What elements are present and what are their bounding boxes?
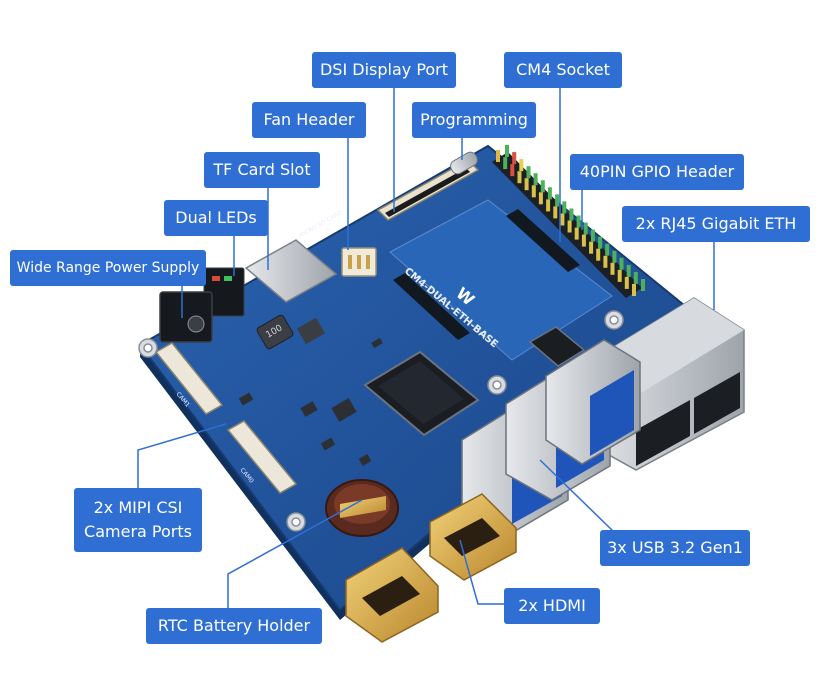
label-rtc-battery: RTC Battery Holder: [146, 608, 322, 644]
cm4-connector-2: [506, 209, 580, 272]
gpio-pin: [583, 222, 588, 235]
gpio-pin: [576, 215, 581, 228]
gpio-pin: [596, 248, 601, 261]
gpio-pin: [603, 255, 608, 268]
gpio-pin: [553, 206, 558, 219]
gpio-pin: [626, 264, 631, 277]
gpio-pin: [517, 171, 522, 184]
gpio-pin: [524, 178, 529, 191]
label-dsi-display-port: DSI Display Port: [312, 52, 456, 88]
hdmi-ports: [345, 493, 517, 643]
label-usb: 3x USB 3.2 Gen1: [600, 530, 750, 566]
gpio-pin: [533, 173, 538, 186]
gpio-pin: [581, 234, 586, 247]
gpio-pin: [624, 276, 629, 289]
gpio-pin: [560, 213, 565, 226]
cm4-socket-area: [389, 199, 613, 361]
small-chip: [528, 326, 586, 367]
label-tf-card-slot: TF Card Slot: [204, 152, 320, 188]
gpio-pin: [512, 152, 517, 165]
main-chip-top: [378, 361, 464, 424]
gpio-pin: [617, 269, 622, 282]
leader-hdmi: [459, 539, 512, 605]
gpio-pin: [590, 229, 595, 242]
gpio-pin: [503, 157, 508, 170]
cam0-connector: [226, 420, 298, 494]
led-1: [212, 276, 220, 281]
fan-header-pins: [348, 255, 370, 269]
cm4-connector-1: [393, 273, 470, 340]
rtc-battery-holder: [325, 479, 399, 537]
dsi-connector-slot: [385, 168, 470, 217]
gpio-pin: [633, 271, 638, 284]
power-jack: [159, 291, 213, 343]
label-mipi-csi-line2: Camera Ports: [84, 522, 192, 541]
gpio-pin: [540, 180, 545, 193]
gpio-pin: [526, 166, 531, 179]
label-fan-header: Fan Header: [252, 102, 366, 138]
gpio-pin: [598, 236, 603, 249]
led-2: [224, 276, 232, 281]
label-gpio-header: 40PIN GPIO Header: [570, 154, 744, 190]
cam1-connector: [154, 342, 224, 415]
gpio-pin: [546, 199, 551, 212]
gpio-pin: [574, 227, 579, 240]
gpio-pin: [562, 201, 567, 214]
label-programming: Programming: [412, 102, 536, 138]
label-rj45-eth: 2x RJ45 Gigabit ETH: [622, 206, 810, 242]
gpio-pin: [555, 194, 560, 207]
gpio-pin: [567, 220, 572, 233]
label-power-supply: Wide Range Power Supply: [10, 250, 206, 286]
gpio-pin: [641, 279, 645, 291]
gpio-pin: [569, 208, 574, 221]
gpio-pin: [619, 257, 624, 270]
power-jack-hole: [187, 315, 205, 333]
gpio-pins: [496, 145, 645, 296]
gpio-pin: [547, 187, 552, 200]
programming-port: [450, 151, 478, 175]
gpio-pin: [519, 159, 524, 172]
mounting-holes: [138, 310, 624, 532]
gpio-pin: [612, 250, 617, 263]
inductor: [256, 314, 294, 350]
gpio-pin: [531, 185, 536, 198]
gpio-pin: [632, 284, 636, 296]
label-dual-leds: Dual LEDs: [164, 200, 268, 236]
gpio-pin: [496, 150, 500, 162]
label-cm4-socket: CM4 Socket: [504, 52, 622, 88]
label-mipi-csi: 2x MIPI CSI Camera Ports: [74, 488, 202, 552]
label-mipi-csi-line1: 2x MIPI CSI: [93, 498, 183, 517]
gpio-pin: [610, 262, 615, 275]
gpio-pin: [505, 145, 509, 157]
smd-components: [238, 317, 383, 466]
gpio-pin: [510, 164, 515, 177]
gpio-pin: [538, 192, 543, 205]
gpio-pin: [605, 243, 610, 256]
label-hdmi: 2x HDMI: [504, 588, 600, 624]
gpio-pin: [589, 241, 594, 254]
